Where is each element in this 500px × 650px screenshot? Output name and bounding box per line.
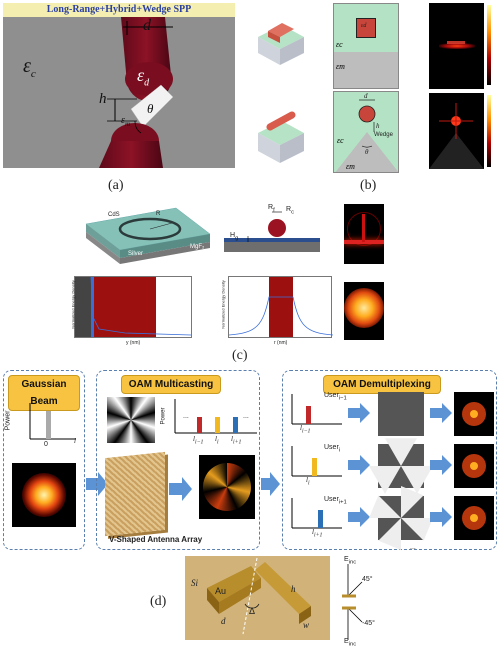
gaussian-spot bbox=[12, 463, 76, 527]
demux-arrow-body bbox=[348, 512, 360, 522]
h-label: h bbox=[99, 91, 107, 107]
metal-strip bbox=[130, 84, 174, 128]
eps-m-label: εm bbox=[121, 115, 131, 128]
demux-arrow-body bbox=[348, 460, 360, 470]
gaussian-box: Gaussian Beam Power 0 l bbox=[3, 370, 85, 550]
panel-b: εd εc εm d h Wedge θ εc εm bbox=[248, 3, 498, 173]
demux-arrow-head-2 bbox=[442, 455, 452, 475]
multicast-title: OAM Multicasting bbox=[121, 375, 221, 394]
polarization-diagram bbox=[342, 564, 363, 640]
b-bottom-colorbar bbox=[487, 95, 491, 167]
panel-d-label: (d) bbox=[150, 594, 167, 609]
b-bottom-cross: d h Wedge θ εc εm bbox=[333, 91, 399, 173]
multicast-box: OAM Multicasting Power ... ... li−1 li l… bbox=[96, 370, 260, 550]
panel-a-title: Long-Range+Hybrid+Wedge SPP bbox=[3, 3, 235, 17]
b-bottom-field bbox=[429, 93, 484, 169]
panel-b-label: (b) bbox=[360, 178, 377, 193]
c-field-2 bbox=[344, 282, 384, 340]
arrow-1-head bbox=[98, 472, 108, 496]
phase-wedge bbox=[369, 466, 401, 494]
arrow-2-head bbox=[182, 477, 192, 501]
demux-arrow-body bbox=[348, 408, 360, 418]
c-wire-schematic bbox=[224, 211, 320, 252]
panel-d: Si Au Δ d h w bbox=[185, 556, 330, 640]
multicast-spectrum bbox=[174, 399, 257, 434]
user-spectrum-bar bbox=[306, 406, 311, 424]
theta-label: θ bbox=[147, 101, 154, 116]
v-antenna bbox=[207, 557, 311, 635]
demux-arrow-body-2 bbox=[430, 408, 442, 418]
b-top-colorbar bbox=[487, 5, 491, 85]
phase-wedge bbox=[401, 486, 424, 518]
demux-arrow-body-2 bbox=[430, 512, 442, 522]
eps-c-label: εc bbox=[23, 55, 36, 80]
demux-beam-core bbox=[470, 514, 478, 522]
demux-arrow-head-2 bbox=[442, 403, 452, 423]
demux-arrow-head-2 bbox=[442, 507, 452, 527]
c-ring-schematic bbox=[85, 207, 211, 264]
c-field-1 bbox=[344, 204, 384, 264]
panel-a-label: (a) bbox=[108, 178, 124, 193]
user-spectrum-bar bbox=[318, 510, 323, 528]
arrow-3-head bbox=[270, 472, 280, 496]
demux-arrow-body-2 bbox=[430, 460, 442, 470]
phase-wedge bbox=[401, 466, 433, 494]
panel-a: Long-Range+Hybrid+Wedge SPP εc εd εm d h… bbox=[3, 3, 235, 168]
demux-beam-core bbox=[470, 462, 478, 470]
b-top-cross: εd εc εm bbox=[333, 3, 399, 89]
antenna-array bbox=[105, 451, 165, 537]
bottom-cylinder bbox=[99, 141, 163, 168]
panel-c-label: (c) bbox=[232, 348, 248, 363]
phase-wedge bbox=[401, 518, 433, 541]
demux-beam-core bbox=[470, 410, 478, 418]
demux-phase-pattern bbox=[378, 392, 424, 436]
phase-wedge bbox=[369, 495, 401, 518]
d-label: d bbox=[143, 17, 151, 34]
panel-a-diagram bbox=[99, 17, 174, 168]
multicast-beam bbox=[199, 455, 255, 519]
phase-wedge bbox=[378, 518, 401, 550]
c-plot-1 bbox=[74, 276, 192, 338]
c-plot-2 bbox=[228, 276, 333, 338]
gaussian-spectrum bbox=[29, 403, 76, 440]
gaussian-title: Gaussian Beam bbox=[8, 375, 80, 411]
demux-arrow-head bbox=[360, 455, 370, 475]
eps-d-label: εd bbox=[137, 65, 150, 89]
b-top-3d bbox=[258, 23, 304, 65]
demux-arrow-head bbox=[360, 403, 370, 423]
panel-c: CdS R Silver MgF₂ Rf Rc Hg Normalized En… bbox=[70, 204, 430, 346]
b-top-field bbox=[429, 3, 484, 89]
user-spectrum-bar bbox=[312, 458, 317, 476]
demux-arrow-head bbox=[360, 507, 370, 527]
phase-pattern bbox=[107, 397, 155, 443]
phase-wedge bbox=[385, 438, 417, 466]
demux-diagram bbox=[291, 392, 494, 550]
b-bottom-3d bbox=[258, 111, 304, 163]
demux-box: OAM Demultiplexing ... bbox=[282, 370, 497, 550]
arrow-2 bbox=[169, 483, 183, 495]
